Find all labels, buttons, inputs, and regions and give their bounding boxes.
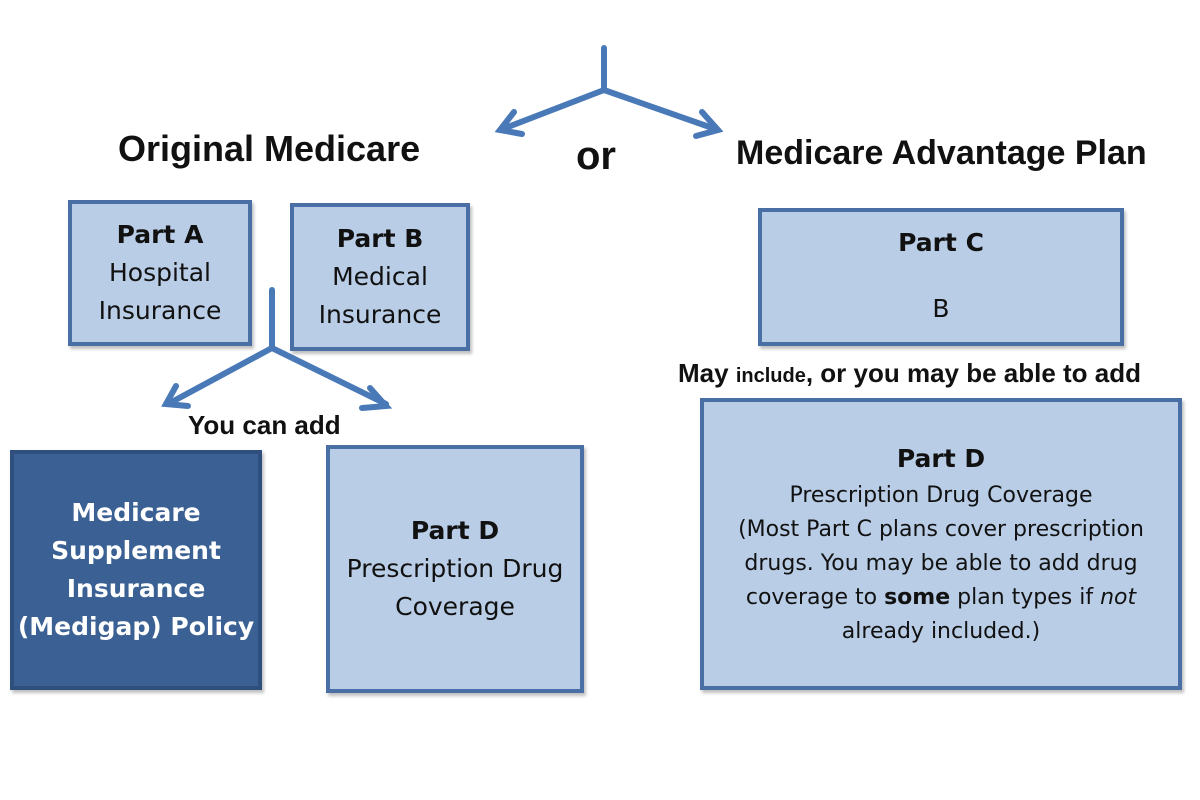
part-d-left-box: Part D Prescription Drug Coverage xyxy=(326,445,584,693)
part-d-right-line5: already included.) xyxy=(841,619,1041,644)
medigap-line2: Supplement xyxy=(51,536,221,565)
part-c-line1: B xyxy=(932,294,950,323)
may-include-part3: , or you may be able to add xyxy=(805,358,1142,388)
part-a-line2: Insurance xyxy=(98,296,222,325)
medigap-line4: (Medigap) Policy xyxy=(17,612,255,641)
part-d-right-line4-pre: coverage to xyxy=(745,585,885,610)
may-include-part1: May xyxy=(678,358,736,388)
part-d-right-line4-italic: not xyxy=(1100,585,1137,610)
part-d-right-line1: Prescription Drug Coverage xyxy=(789,483,1093,508)
part-b-title: Part B xyxy=(336,224,424,253)
part-d-right-line4-mid: plan types if xyxy=(950,585,1101,610)
part-c-box: Part C B xyxy=(758,208,1124,346)
part-d-right-title: Part D xyxy=(896,444,986,473)
part-b-box: Part B Medical Insurance xyxy=(290,203,470,351)
may-include-label: May include, or you may be able to add xyxy=(678,358,1141,389)
may-include-part2: include xyxy=(735,365,806,387)
part-a-box: Part A Hospital Insurance xyxy=(68,200,252,346)
part-b-line2: Insurance xyxy=(318,300,442,329)
part-b-line1: Medical xyxy=(332,262,428,291)
part-d-left-title: Part D xyxy=(410,516,500,545)
medigap-line1: Medicare xyxy=(71,498,201,527)
part-d-left-line2: Coverage xyxy=(395,592,515,621)
part-d-right-line4: coverage to some plan types if not xyxy=(746,581,1136,615)
part-d-right-line3: drugs. You may be able to add drug xyxy=(744,551,1138,576)
or-label: or xyxy=(576,134,616,178)
original-medicare-heading: Original Medicare xyxy=(118,128,421,169)
medicare-advantage-heading: Medicare Advantage Plan xyxy=(736,134,1147,172)
part-d-right-line4-bold: some xyxy=(884,585,951,610)
medigap-line3: Insurance xyxy=(66,574,206,603)
part-d-left-line1: Prescription Drug xyxy=(346,554,564,583)
part-d-right-box: Part D Prescription Drug Coverage (Most … xyxy=(700,398,1182,690)
you-can-add-label: You can add xyxy=(188,410,341,440)
medigap-box: Medicare Supplement Insurance (Medigap) … xyxy=(10,450,262,690)
split-arrow-lower xyxy=(161,287,393,411)
part-c-title: Part C xyxy=(898,228,984,257)
part-d-right-line2: (Most Part C plans cover prescription xyxy=(738,517,1144,542)
part-a-title: Part A xyxy=(116,220,204,249)
part-a-line1: Hospital xyxy=(108,258,211,287)
split-arrow-top xyxy=(494,45,724,139)
